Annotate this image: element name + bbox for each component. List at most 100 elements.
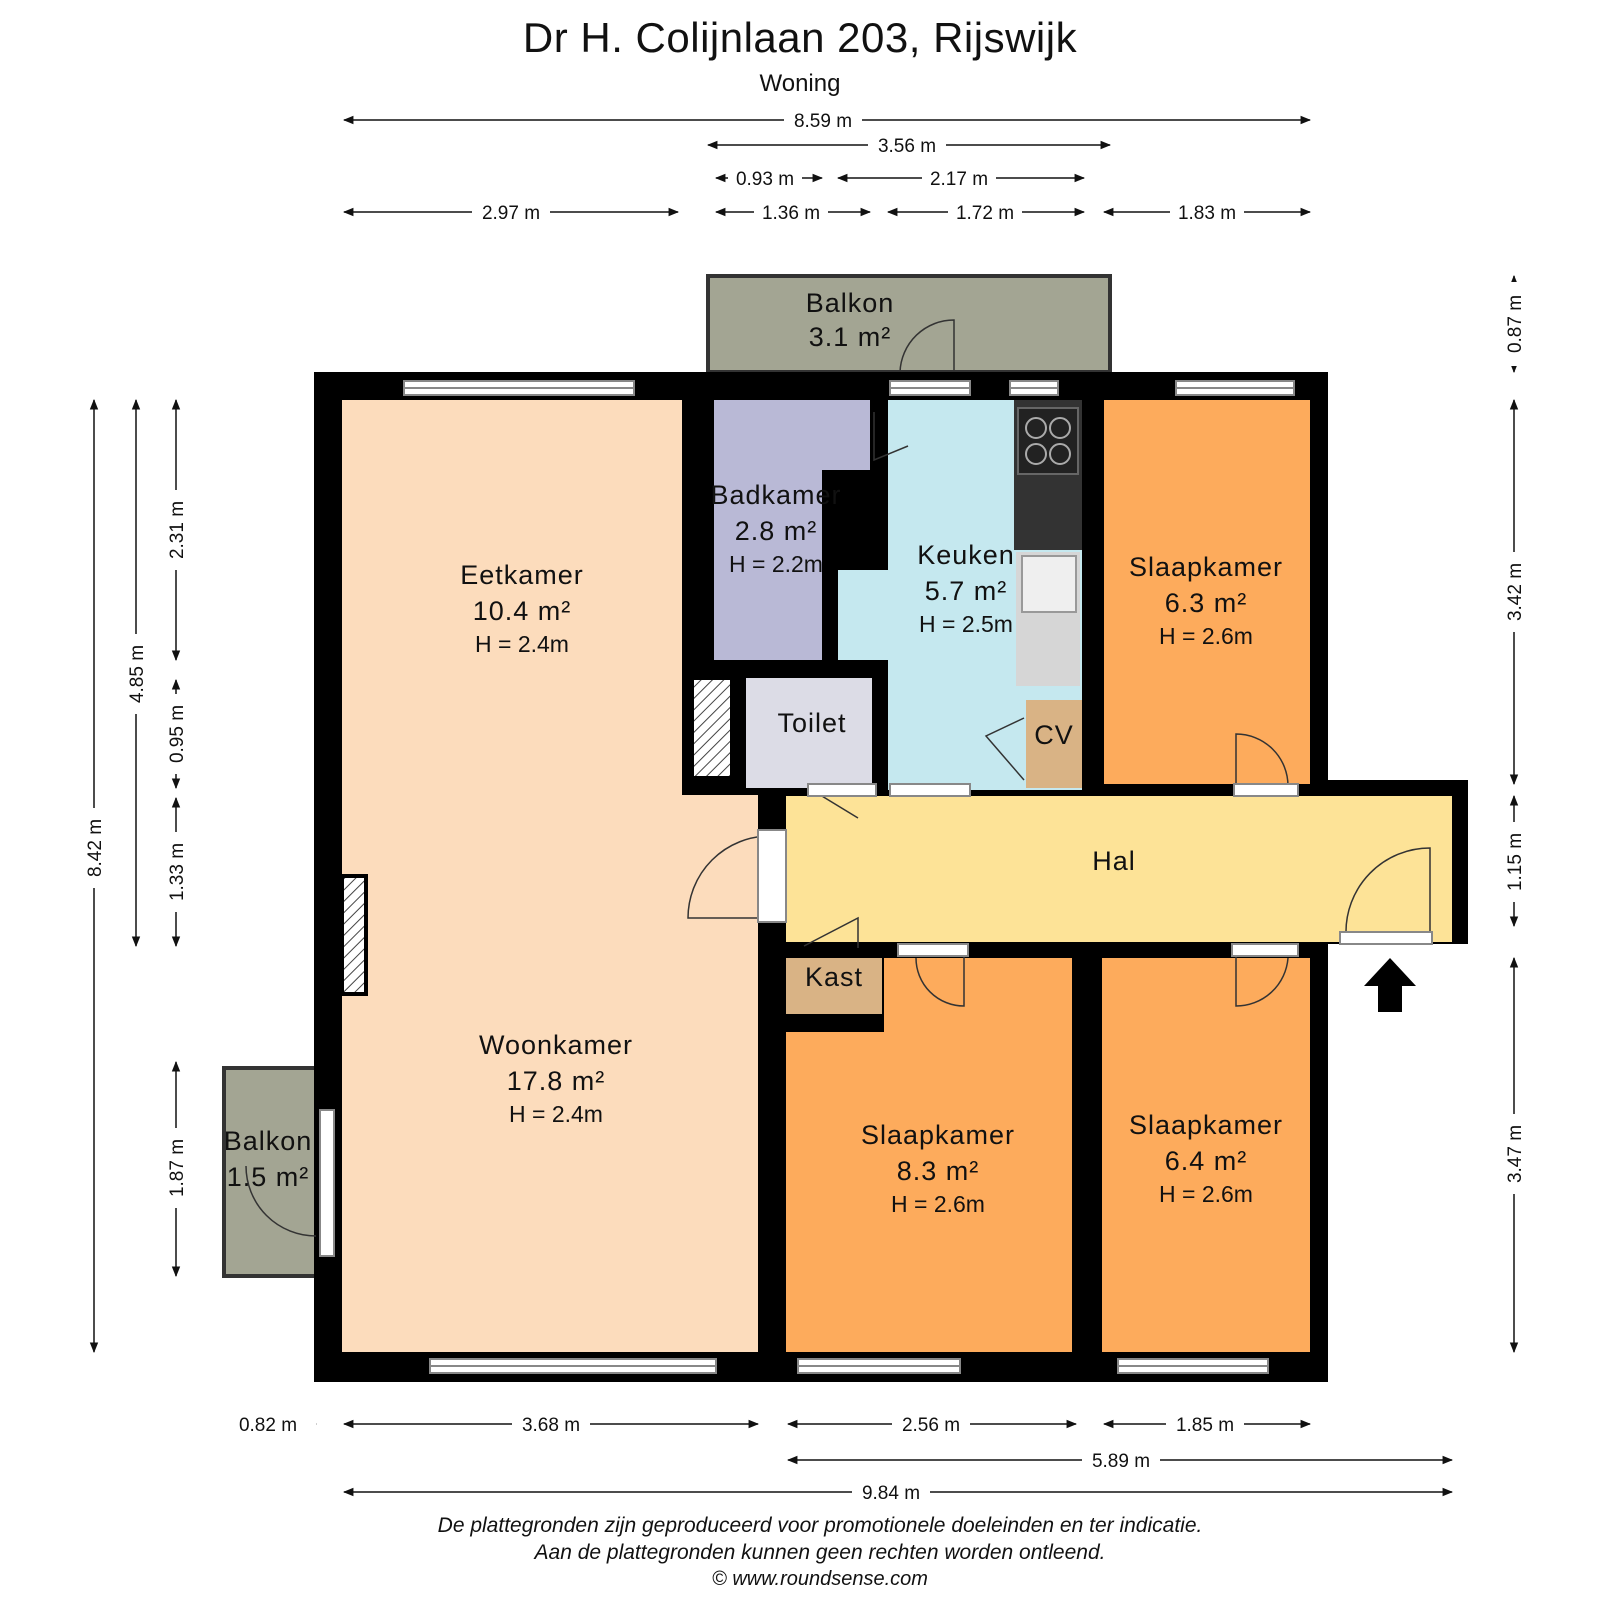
door-arc-bedroom-se xyxy=(1235,954,1289,1007)
room-slaapkamer-s-name: Slaapkamer xyxy=(861,1120,1015,1150)
dim-labels: 8.59 m 3.56 m 0.93 m 2.17 m 2.97 m 1.36 … xyxy=(218,106,1244,1506)
dim-label-bottom-368: 3.68 m xyxy=(522,1415,580,1436)
kitchen-floor-extra xyxy=(838,570,888,660)
room-kast-name: Kast xyxy=(805,962,863,992)
room-badkamer-area: 2.8 m² xyxy=(735,516,818,546)
dim-label-top-172: 1.72 m xyxy=(956,203,1014,224)
bathroom-notch xyxy=(822,470,890,570)
door-arc-bedroom-s xyxy=(915,954,965,1007)
room-toilet-name: Toilet xyxy=(777,708,846,738)
window-top-3 xyxy=(1009,380,1059,396)
room-eetkamer-height: H = 2.4m xyxy=(475,631,569,657)
dim-label-left-485: 4.85 m xyxy=(127,645,148,703)
door-arc-balcony-top xyxy=(899,319,955,373)
dim-label-top-356: 3.56 m xyxy=(878,136,936,157)
room-eetkamer-area: 10.4 m² xyxy=(473,596,572,626)
room-eetkamer-name: Eetkamer xyxy=(460,560,584,590)
door-opening-bedroom-s xyxy=(897,943,969,957)
door-arc-badkamer xyxy=(873,412,909,462)
dim-label-right-347: 3.47 m xyxy=(1505,1125,1526,1183)
door-opening-bedroom-se xyxy=(1231,943,1299,957)
window-top-4 xyxy=(1175,380,1295,396)
dim-labels-vertical: 0.87 m 3.42 m 1.15 m 3.47 m 8.42 m 4.85 … xyxy=(80,282,1528,1208)
bedroom-se-floor xyxy=(1102,958,1310,1352)
disclaimer-line-1: De plattegronden zijn geproduceerd voor … xyxy=(437,1514,1203,1537)
door-opening-woonkamer xyxy=(757,829,787,923)
hall-floor xyxy=(786,796,1452,942)
window-bottom-3 xyxy=(1117,1358,1269,1374)
room-keuken-height: H = 2.5m xyxy=(919,611,1013,637)
bedroom-s-floor xyxy=(786,958,1072,1352)
door-opening-entrance xyxy=(1339,931,1433,945)
room-slaapkamer-s-area: 8.3 m² xyxy=(897,1156,980,1186)
room-slaapkamer-se-area: 6.4 m² xyxy=(1165,1146,1248,1176)
copyright-link[interactable]: © www.roundsense.com xyxy=(712,1568,928,1590)
room-balkon-left-area: 1.5 m² xyxy=(227,1162,310,1192)
duct-hatched xyxy=(690,676,734,780)
dim-label-left-095: 0.95 m xyxy=(167,705,188,763)
dim-label-bottom-256: 2.56 m xyxy=(902,1415,960,1436)
window-top-1 xyxy=(403,380,635,396)
room-woonkamer-area: 17.8 m² xyxy=(507,1066,606,1096)
room-balkon-top-area: 3.1 m² xyxy=(809,322,892,352)
dim-label-top-total: 8.59 m xyxy=(794,111,852,132)
room-badkamer-height: H = 2.2m xyxy=(729,551,823,577)
room-slaapkamer-s-height: H = 2.6m xyxy=(891,1191,985,1217)
room-slaapkamer-ne-area: 6.3 m² xyxy=(1165,588,1248,618)
room-balkon-top-name: Balkon xyxy=(806,288,895,318)
living-floor xyxy=(342,400,758,1352)
door-opening-keuken xyxy=(889,783,971,797)
room-balkon-left-name: Balkon xyxy=(224,1126,313,1156)
room-cv-name: CV xyxy=(1034,720,1074,750)
balcony-top xyxy=(706,274,1112,374)
bedroom-ne-floor xyxy=(1104,400,1310,784)
dim-label-top-297: 2.97 m xyxy=(482,203,540,224)
dim-label-top-217: 2.17 m xyxy=(930,169,988,190)
door-arc-cv xyxy=(984,717,1025,781)
hob-icon xyxy=(1017,407,1079,475)
dim-label-left-842: 8.42 m xyxy=(85,819,106,877)
toilet-floor xyxy=(746,678,872,788)
room-keuken-area: 5.7 m² xyxy=(925,576,1008,606)
cv-floor xyxy=(1026,700,1082,788)
window-bottom-1 xyxy=(429,1358,717,1374)
dim-label-top-093: 0.93 m xyxy=(736,169,794,190)
room-woonkamer-name: Woonkamer xyxy=(479,1030,633,1060)
window-bottom-2 xyxy=(797,1358,961,1374)
dim-label-left-187: 1.87 m xyxy=(167,1139,188,1197)
dim-label-left-231: 2.31 m xyxy=(167,501,188,559)
dim-label-top-183: 1.83 m xyxy=(1178,203,1236,224)
door-arc-bedroom-ne xyxy=(1235,733,1289,787)
door-opening-bedroom-ne xyxy=(1233,783,1299,797)
balcony-left xyxy=(222,1066,318,1278)
room-slaapkamer-ne-height: H = 2.6m xyxy=(1159,623,1253,649)
window-top-2 xyxy=(889,380,971,396)
door-arc-woonkamer xyxy=(687,835,771,919)
room-slaapkamer-se-height: H = 2.6m xyxy=(1159,1181,1253,1207)
room-badkamer-name: Badkamer xyxy=(710,480,841,510)
room-hal-name: Hal xyxy=(1092,846,1136,876)
room-keuken-name: Keuken xyxy=(917,540,1015,570)
dim-label-right-342: 3.42 m xyxy=(1505,563,1526,621)
chimney-hatched xyxy=(340,874,368,996)
door-arc-kast xyxy=(803,916,859,948)
dim-label-top-136: 1.36 m xyxy=(762,203,820,224)
plan-title: Dr H. Colijnlaan 203, Rijswijk xyxy=(522,14,1078,61)
kast-floor xyxy=(786,958,882,1014)
dim-label-right-115: 1.15 m xyxy=(1505,833,1526,891)
dim-label-bottom-082: 0.82 m xyxy=(239,1415,297,1436)
entrance-arrow-icon xyxy=(1364,958,1416,1012)
room-slaapkamer-se-name: Slaapkamer xyxy=(1129,1110,1283,1140)
kitchen-wall-stub xyxy=(822,570,838,660)
dim-label-right-087: 0.87 m xyxy=(1505,295,1526,353)
disclaimer-line-2: Aan de plattegronden kunnen geen rechten… xyxy=(534,1541,1106,1564)
door-arc-hal-entrance xyxy=(1345,847,1431,935)
door-opening-toilet xyxy=(807,783,877,797)
plan-subtitle: Woning xyxy=(759,70,841,97)
dim-label-bottom-589: 5.89 m xyxy=(1092,1451,1150,1472)
door-arc-balkon-left xyxy=(245,1165,317,1237)
room-woonkamer-height: H = 2.4m xyxy=(509,1101,603,1127)
room-slaapkamer-ne-name: Slaapkamer xyxy=(1129,552,1283,582)
dim-label-bottom-984: 9.84 m xyxy=(862,1483,920,1504)
